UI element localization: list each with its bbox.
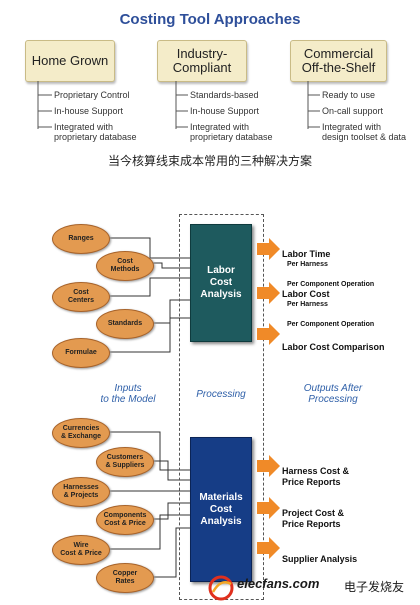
- list-item: On-call support: [322, 106, 384, 116]
- arrow-icon: [257, 238, 280, 260]
- approaches-title: Costing Tool Approaches: [119, 11, 301, 28]
- input-standards: Standards: [96, 309, 154, 339]
- materials-cost-analysis-box: Materials Cost Analysis: [190, 437, 252, 582]
- input-cost-methods: Cost Methods: [96, 251, 154, 281]
- output-labor-cost: Labor Cost Per Harness Per Component Ope…: [282, 278, 374, 340]
- list-item: Standards-based: [190, 90, 259, 100]
- processing-label: Processing: [196, 389, 246, 400]
- approach-industry-compliant: Industry- Compliant: [157, 40, 247, 82]
- list-item: Ready to use: [322, 90, 376, 100]
- output-labor-cost-comparison: Labor Cost Comparison: [282, 331, 385, 353]
- list-item: In-house Support: [190, 106, 260, 116]
- elecfans-logo-icon: [208, 575, 234, 601]
- list-item: Integrated with proprietary database: [54, 122, 137, 142]
- arrow-icon: [257, 497, 280, 519]
- list-item: Proprietary Control: [54, 90, 130, 100]
- commercial-ots-items: Ready to use On-call support Integrated …: [322, 90, 406, 146]
- output-sub: Per Harness: [287, 261, 328, 268]
- arrow-icon: [257, 537, 280, 559]
- home-grown-items: Proprietary Control In-house Support Int…: [54, 90, 137, 146]
- output-title: Labor Cost: [282, 289, 330, 299]
- arrow-icon: [257, 323, 280, 345]
- arrow-icon: [257, 455, 280, 477]
- output-labor-time: Labor Time Per Harness Per Component Ope…: [282, 238, 374, 300]
- input-currencies-exchange: Currencies & Exchange: [52, 418, 110, 448]
- input-wire-cost-price: Wire Cost & Price: [52, 535, 110, 565]
- input-components-cost-price: Components Cost & Price: [96, 505, 154, 535]
- output-harness-cost-price: Harness Cost & Price Reports: [282, 455, 349, 488]
- approach-home-grown: Home Grown: [25, 40, 115, 82]
- input-cost-centers: Cost Centers: [52, 282, 110, 312]
- output-title: Harness Cost & Price Reports: [282, 466, 350, 487]
- input-formulae: Formulae: [52, 338, 110, 368]
- output-title: Labor Time: [282, 249, 331, 259]
- input-ranges: Ranges: [52, 224, 110, 254]
- output-supplier-analysis: Supplier Analysis: [282, 543, 357, 565]
- chinese-caption: 当今核算线束成本常用的三种解决方案: [107, 154, 312, 168]
- arrow-icon: [257, 282, 280, 304]
- watermark-cn: 电子发烧友: [344, 580, 405, 594]
- list-item: Integrated with proprietary database: [190, 122, 273, 142]
- watermark-text: elecfans.com: [237, 576, 320, 591]
- output-sub: Per Component Operation: [287, 281, 375, 288]
- output-project-cost-price: Project Cost & Price Reports: [282, 497, 344, 530]
- output-sub: Per Harness: [287, 301, 328, 308]
- output-title: Labor Cost Comparison: [282, 342, 385, 352]
- approach-commercial-ots: Commercial Off-the-Shelf: [290, 40, 387, 82]
- input-harnesses-projects: Harnesses & Projects: [52, 477, 110, 507]
- industry-compliant-items: Standards-based In-house Support Integra…: [190, 90, 273, 146]
- input-customers-suppliers: Customers & Suppliers: [96, 447, 154, 477]
- output-sub: Per Component Operation: [287, 321, 375, 328]
- labor-cost-analysis-box: Labor Cost Analysis: [190, 224, 252, 342]
- output-title: Supplier Analysis: [282, 554, 358, 564]
- list-item: In-house Support: [54, 106, 124, 116]
- approach-connectors: [37, 81, 320, 129]
- list-item: Integrated with design toolset & data: [322, 122, 407, 142]
- input-copper-rates: Copper Rates: [96, 563, 154, 593]
- output-title: Project Cost & Price Reports: [282, 508, 345, 529]
- inputs-label: Inputs to the Model: [100, 383, 156, 405]
- watermark: elecfans.com 电子发烧友: [207, 574, 419, 602]
- outputs-label: Outputs After Processing: [303, 383, 363, 405]
